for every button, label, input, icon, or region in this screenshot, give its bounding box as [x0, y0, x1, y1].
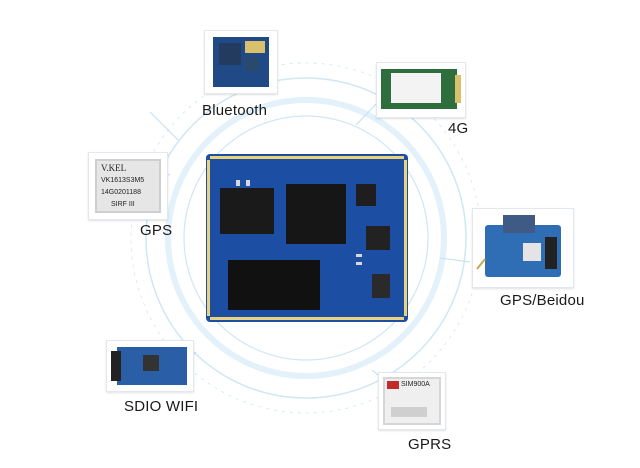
bluetooth-label: Bluetooth: [202, 102, 268, 119]
gprs-module: SIM900A: [378, 372, 446, 430]
gps-beidou-label: GPS/Beidou: [500, 292, 585, 309]
gps-chip-code: 14G0201188: [101, 189, 141, 196]
sdio-wifi-label: SDIO WIFI: [124, 398, 199, 415]
gps-label: GPS: [140, 222, 173, 239]
gps-beidou-module-image: [476, 215, 561, 277]
core-board-image: [206, 154, 408, 322]
bluetooth-module: [204, 30, 278, 94]
sdio-wifi-module: [106, 340, 194, 392]
bluetooth-module-image: [213, 37, 269, 87]
gps-chip-sirf: SIRF III: [111, 201, 135, 208]
gps-module-image: [95, 159, 161, 213]
gprs-label: GPRS: [408, 436, 452, 453]
lte-module-image: [381, 69, 461, 109]
gprs-module-image: [383, 377, 441, 425]
gps-chip-brand: V.KEL: [101, 163, 127, 173]
gps-chip-model: VK1613S3M5: [101, 177, 145, 184]
sdio-wifi-module-image: [111, 347, 187, 385]
gps-module: V.KEL VK1613S3M5 14G0201188 SIRF III: [88, 152, 168, 220]
lte-label: 4G: [448, 120, 469, 137]
lte-module: [376, 62, 466, 118]
gps-beidou-module: [472, 208, 574, 288]
gprs-chip-model: SIM900A: [401, 381, 430, 388]
